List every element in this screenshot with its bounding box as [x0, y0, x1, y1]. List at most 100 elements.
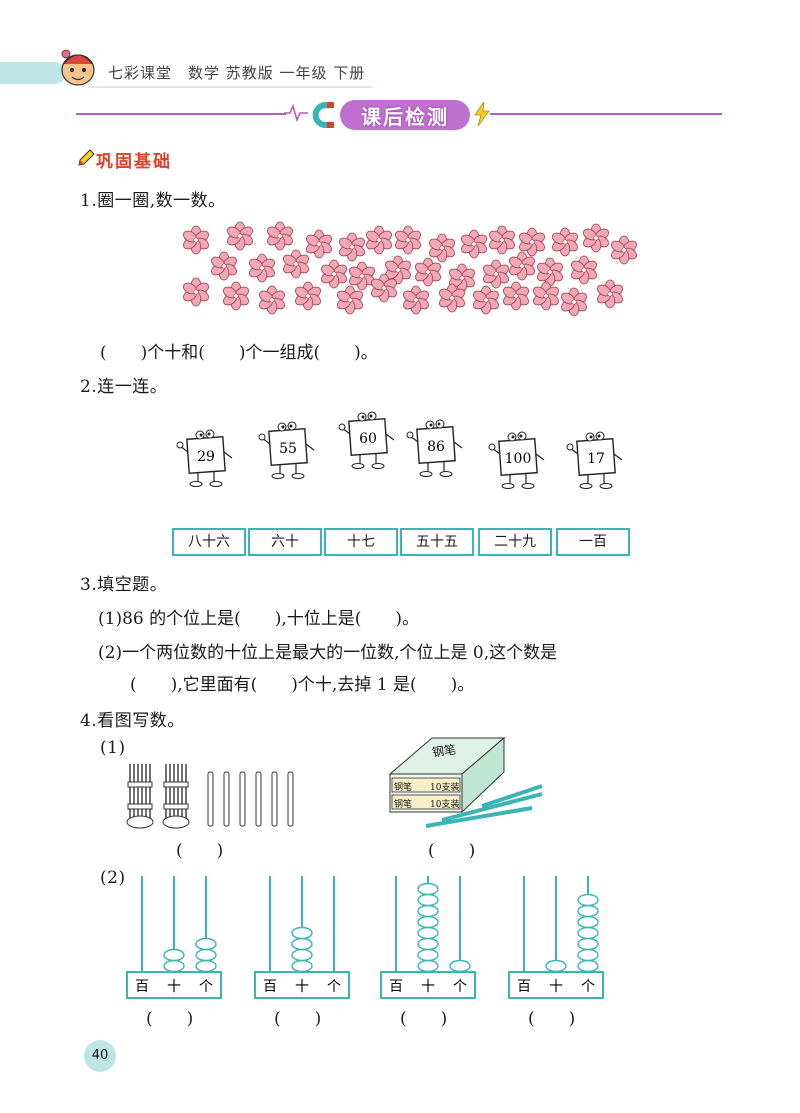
abacus-bead[interactable]: [195, 959, 217, 973]
abacus-bead[interactable]: [417, 904, 439, 918]
answer-blank: ( ): [400, 1009, 448, 1029]
question-3-line-1: (1)86 的个位上是( ),十位上是( )。: [98, 609, 420, 629]
abacus-bead[interactable]: [291, 937, 313, 951]
abacus-bead[interactable]: [417, 915, 439, 929]
place-label: 十: [549, 979, 563, 995]
abacus-bead[interactable]: [417, 959, 439, 973]
pen-box-label: 钢笔 10支装: [394, 800, 460, 810]
match-card[interactable]: 五十五: [400, 528, 474, 556]
flower: [595, 279, 625, 309]
flower: [581, 223, 611, 253]
abacus-bead[interactable]: [449, 959, 471, 973]
abacus-bead[interactable]: [577, 904, 599, 918]
abacus-base: [126, 971, 222, 999]
place-label: 十: [421, 979, 435, 995]
flower: [181, 277, 211, 307]
number-label: 29: [197, 449, 215, 465]
abacus-bead[interactable]: [417, 926, 439, 940]
flower: [535, 257, 565, 287]
pen-box-title: 钢笔: [431, 742, 457, 760]
number-label: 17: [587, 451, 605, 467]
place-label: 十: [167, 979, 181, 995]
sticks-illustration: [126, 764, 294, 829]
flowers-group: [181, 221, 639, 317]
abacus-bead[interactable]: [417, 893, 439, 907]
abacus-bead[interactable]: [291, 926, 313, 940]
flower: [487, 225, 517, 255]
abacus-bead[interactable]: [577, 915, 599, 929]
flower: [247, 253, 277, 283]
abacus: 百十个: [508, 876, 604, 999]
abacus-bead[interactable]: [417, 937, 439, 951]
abacus: 百十个: [380, 876, 476, 999]
abacus-bead[interactable]: [577, 959, 599, 973]
place-label: 个: [581, 979, 595, 995]
question-1-title: 1.圈一圈,数一数。: [80, 191, 226, 211]
stick-bundle: [126, 764, 154, 829]
match-card[interactable]: 六十: [248, 528, 322, 556]
flower: [337, 232, 367, 262]
flower: [393, 225, 423, 255]
number-character[interactable]: 55: [258, 420, 318, 480]
flower: [401, 285, 431, 315]
place-label: 百: [135, 979, 149, 995]
flower: [225, 221, 255, 251]
pen-box-label: 钢笔 10支装: [394, 783, 460, 793]
number-character[interactable]: 86: [406, 418, 466, 478]
pen-box-illustration: [388, 736, 543, 828]
number-label: 100: [505, 451, 532, 467]
match-card[interactable]: 八十六: [172, 528, 246, 556]
abacus-bead[interactable]: [417, 882, 439, 896]
question-4-sub-1: (1): [100, 738, 126, 758]
abacus-bead[interactable]: [577, 948, 599, 962]
abacus-bead[interactable]: [163, 948, 185, 962]
answer-blank: ( ): [428, 841, 476, 861]
section-line-left: [76, 113, 286, 115]
match-card[interactable]: 十七: [324, 528, 398, 556]
place-label: 百: [389, 979, 403, 995]
flower: [319, 259, 349, 289]
number-character[interactable]: 100: [488, 430, 548, 490]
flower: [209, 251, 239, 281]
number-character[interactable]: 60: [338, 410, 398, 470]
place-label: 个: [327, 979, 341, 995]
flower: [550, 227, 580, 257]
page-number: 40: [84, 1040, 116, 1072]
question-3-line-3: ( ),它里面有( )个十,去掉 1 是( )。: [130, 675, 475, 695]
number-character[interactable]: 29: [176, 428, 236, 488]
flower: [609, 235, 639, 265]
question-4-sub-2: (2): [100, 868, 126, 888]
abacus-bead[interactable]: [163, 959, 185, 973]
section-line-right: [490, 113, 722, 115]
abacus-bead[interactable]: [577, 893, 599, 907]
place-label: 百: [517, 979, 531, 995]
match-card[interactable]: 二十九: [478, 528, 552, 556]
number-label: 55: [279, 441, 297, 457]
abacus-bead[interactable]: [195, 937, 217, 951]
place-label: 个: [199, 979, 213, 995]
question-1-fill: ( )个十和( )个一组成( )。: [100, 343, 378, 363]
heartbeat-icon: [284, 103, 308, 123]
number-character[interactable]: 17: [566, 430, 626, 490]
place-label: 个: [453, 979, 467, 995]
abacus-bead[interactable]: [195, 948, 217, 962]
flower: [531, 281, 561, 311]
abacus-bead[interactable]: [577, 926, 599, 940]
match-card[interactable]: 一百: [556, 528, 630, 556]
answer-blank: ( ): [146, 1009, 194, 1029]
flower: [501, 281, 531, 311]
abacus-bead[interactable]: [417, 948, 439, 962]
abacus-bead[interactable]: [577, 937, 599, 951]
section-title: 课后检测: [361, 105, 449, 129]
abacus-bead[interactable]: [291, 959, 313, 973]
abacus: 百十个: [254, 876, 350, 999]
question-3-title: 3.填空题。: [80, 575, 168, 595]
question-3-line-2: (2)一个两位数的十位上是最大的一位数,个位上是 0,这个数是: [98, 643, 558, 663]
abacus-bead[interactable]: [545, 959, 567, 973]
header-underline: [88, 86, 372, 88]
abacus-bead[interactable]: [291, 948, 313, 962]
answer-blank: ( ): [274, 1009, 322, 1029]
flower: [304, 229, 334, 259]
answer-blank: ( ): [528, 1009, 576, 1029]
flower: [364, 225, 394, 255]
